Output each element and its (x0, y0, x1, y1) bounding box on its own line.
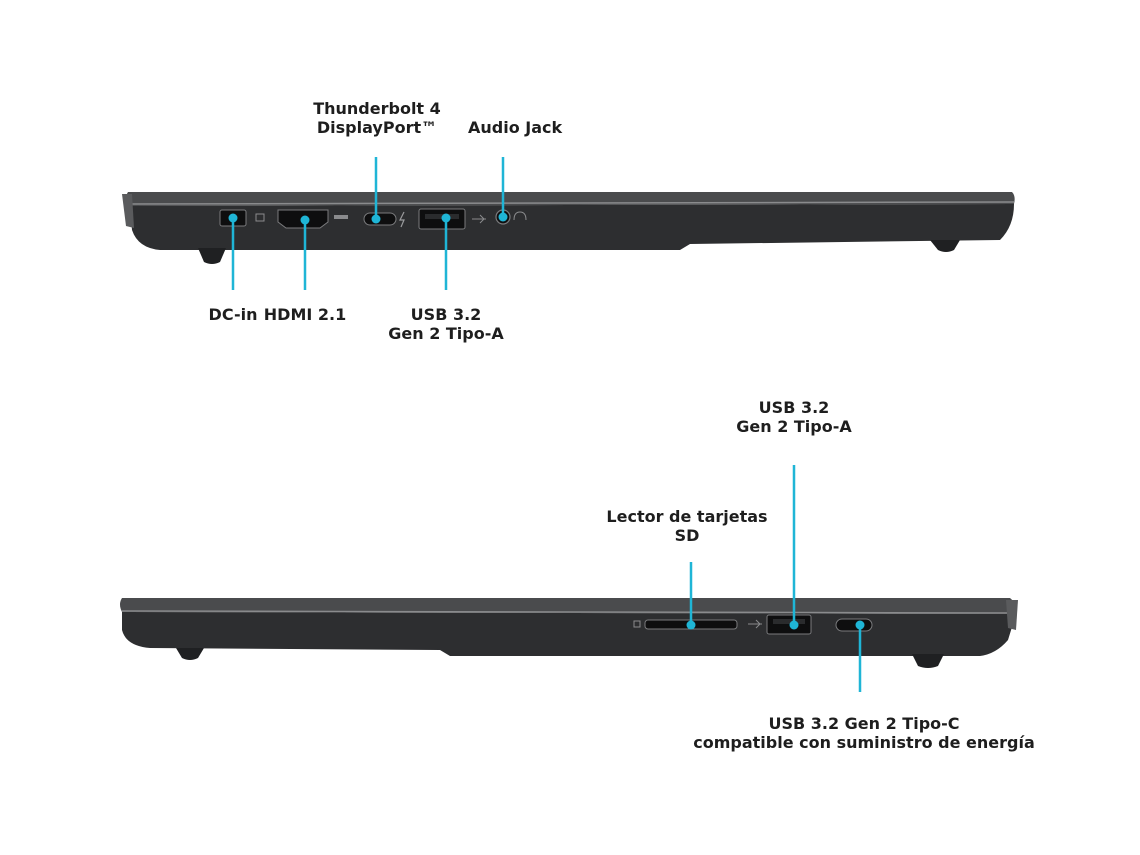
label-dc-in: DC-in (209, 305, 258, 324)
label-sd-reader: Lector de tarjetas SD (606, 507, 767, 545)
label-usb-c-line-1: USB 3.2 Gen 2 Tipo-C (768, 714, 960, 733)
label-usb-a-right-line-1: USB 3.2 (758, 398, 830, 417)
dc-in-port-glyph (255, 213, 265, 222)
hdmi-port-glyph (334, 215, 348, 219)
label-thunderbolt-line-1: Thunderbolt 4 (313, 99, 441, 118)
label-hdmi: HDMI 2.1 (264, 305, 346, 324)
label-usb-a-right: USB 3.2 Gen 2 Tipo-A (736, 398, 852, 436)
headphone-glyph (513, 211, 527, 221)
label-thunderbolt-line-2: DisplayPort™ (316, 118, 438, 137)
callout-dc-dot (228, 213, 238, 223)
laptop-right-hinge-cap (1006, 600, 1018, 630)
label-usb-a-left-line-1: USB 3.2 (410, 305, 482, 324)
callout-sd-dot (686, 620, 696, 630)
laptop-left-rear-foot (930, 240, 960, 252)
callout-hdmi-dot (300, 215, 310, 225)
label-sd-reader-line-1: Lector de tarjetas (606, 507, 768, 526)
label-sd-reader-line-2: SD (674, 526, 700, 545)
callout-usb-c-dot (855, 620, 865, 630)
callout-audio-dot (498, 212, 508, 222)
usb-a-port-right-tongue (773, 619, 805, 624)
label-audio-jack: Audio Jack (468, 118, 562, 137)
laptop-right-lid (120, 598, 1017, 614)
callout-usb-a-left-dot (441, 213, 451, 223)
label-usb-a-right-line-2: Gen 2 Tipo-A (736, 417, 852, 436)
laptop-right-rear-foot (912, 654, 944, 668)
thunderbolt-bolt-icon (399, 211, 405, 228)
laptop-left-edge-highlight (127, 201, 1015, 205)
label-usb-a-left: USB 3.2 Gen 2 Tipo-A (388, 305, 504, 343)
label-usb-a-left-line-2: Gen 2 Tipo-A (388, 324, 504, 343)
label-usb-c-line-2: compatible con suministro de energía (693, 733, 1035, 752)
callouts (228, 157, 865, 692)
label-dc-in-line-1: DC-in (208, 305, 258, 324)
laptop-left-hinge-cap (122, 194, 134, 228)
usb-c-port (835, 618, 873, 632)
usb-glyph-left (472, 214, 486, 224)
usb-glyph-right (748, 619, 762, 629)
laptop-left-side (122, 192, 1015, 264)
callout-usb-a-right-dot (789, 620, 799, 630)
label-thunderbolt: Thunderbolt 4 DisplayPort™ (313, 99, 441, 137)
callout-thunderbolt-dot (371, 214, 381, 224)
laptop-left-front-foot (198, 248, 226, 264)
laptop-right-body (122, 612, 1016, 656)
laptop-left-body (130, 204, 1014, 250)
label-usb-c: USB 3.2 Gen 2 Tipo-C compatible con sumi… (693, 714, 1035, 752)
label-hdmi-line-1: HDMI 2.1 (263, 305, 347, 324)
label-audio-jack-line-1: Audio Jack (468, 118, 563, 137)
usb-a-port-right (766, 614, 812, 635)
laptop-right-side (120, 598, 1018, 668)
laptop-right-edge-highlight (121, 610, 1017, 614)
sd-card-glyph (633, 620, 641, 628)
laptop-right-front-foot (176, 648, 204, 660)
